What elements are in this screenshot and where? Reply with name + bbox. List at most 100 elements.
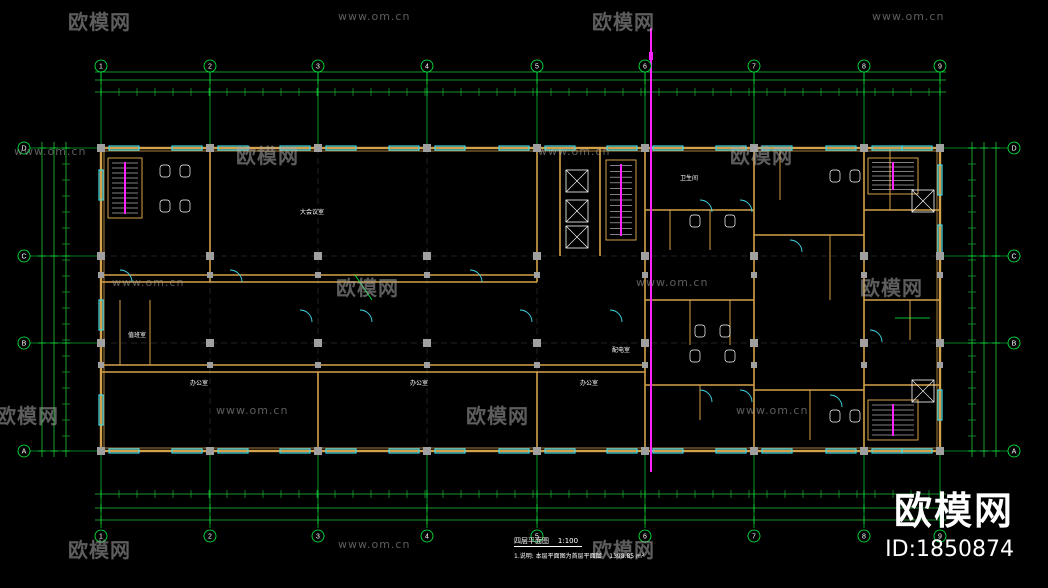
drawing-scale: 1:100 [557, 537, 579, 545]
column [641, 447, 649, 455]
window [388, 145, 420, 151]
column [98, 362, 104, 368]
windows [98, 145, 943, 454]
column [314, 447, 322, 455]
axis-bubble [857, 59, 871, 73]
axis-bubble [1007, 444, 1021, 458]
door-swing [699, 389, 713, 403]
column [860, 339, 868, 347]
axis-label: 4 [425, 534, 429, 541]
window [279, 145, 311, 151]
window [606, 145, 638, 151]
column [424, 362, 430, 368]
column [207, 272, 213, 278]
axis-label: 3 [316, 64, 320, 71]
column [423, 339, 431, 347]
elevator-cross [565, 169, 589, 193]
column [642, 272, 648, 278]
door-swing [739, 389, 753, 403]
axis-bubble [94, 529, 108, 543]
column [751, 272, 757, 278]
column [936, 252, 944, 260]
axis-bubble [203, 59, 217, 73]
window [434, 145, 466, 151]
column [641, 144, 649, 152]
axis-label: 5 [535, 534, 539, 541]
axis-label: 7 [752, 534, 756, 541]
toilet-fixture [724, 214, 736, 228]
exterior-wall [99, 146, 942, 453]
axis-label: C [1011, 254, 1016, 261]
window [171, 145, 203, 151]
window [171, 448, 203, 454]
door-swing [869, 329, 883, 343]
axis-label: 3 [316, 534, 320, 541]
column [533, 339, 541, 347]
door-swing [119, 269, 133, 283]
window [715, 145, 747, 151]
toilet-fixture [724, 349, 736, 363]
room-details [107, 28, 935, 472]
elevator-shaft [911, 189, 935, 213]
columns [97, 144, 944, 455]
axis-bubble [311, 529, 325, 543]
window [652, 145, 684, 151]
stair-west [107, 157, 143, 219]
model-id: ID:1850874 [885, 537, 1014, 562]
column [936, 339, 944, 347]
toilet-fixture [159, 199, 171, 213]
axis-label: 6 [643, 534, 647, 541]
column [533, 447, 541, 455]
axis-bubble [530, 59, 544, 73]
column [314, 339, 322, 347]
toilet-fixture [849, 169, 861, 183]
drawing-title: 四层平面图 [514, 537, 549, 545]
column [534, 362, 540, 368]
toilet-fixture [849, 409, 861, 423]
toilet-fixture [694, 324, 706, 338]
axis-label: 4 [425, 64, 429, 71]
window [761, 448, 793, 454]
column [937, 272, 943, 278]
column [315, 362, 321, 368]
stair-central [605, 159, 637, 241]
door-swing [789, 239, 803, 253]
room-label: 办公室 [580, 379, 598, 387]
axis-label: 9 [938, 64, 942, 71]
column [97, 144, 105, 152]
axis-label: 6 [643, 64, 647, 71]
axis-bubble [747, 529, 761, 543]
toilet-fixture [829, 409, 841, 423]
column [641, 252, 649, 260]
window [217, 448, 249, 454]
axis-bubble [17, 336, 31, 350]
axis-label: A [22, 449, 27, 456]
column [424, 272, 430, 278]
elevator-shaft [565, 225, 589, 249]
column [860, 447, 868, 455]
axis-label: 8 [862, 534, 866, 541]
room-label: 大会议室 [300, 208, 324, 216]
window [825, 145, 857, 151]
axis-bubble [94, 59, 108, 73]
room-label: 办公室 [410, 379, 428, 387]
window [901, 145, 933, 151]
axis-label: 9 [938, 534, 942, 541]
brand-mark: 欧模网 ID:1850874 [885, 480, 1014, 562]
axis-bubble [17, 249, 31, 263]
toilet-fixture [689, 349, 701, 363]
axis-bubble [1007, 141, 1021, 155]
column [97, 447, 105, 455]
stair-north-east [867, 157, 919, 195]
window [98, 299, 104, 331]
column [750, 252, 758, 260]
window [901, 448, 933, 454]
axis-bubble [311, 59, 325, 73]
door-swing [519, 309, 533, 323]
room-labels: 大会议室办公室办公室办公室值班室配电室卫生间 [128, 174, 698, 387]
elevator-shaft [565, 169, 589, 193]
window [108, 145, 140, 151]
room-label: 办公室 [190, 379, 208, 387]
axis-bubble [638, 529, 652, 543]
axis-label: D [21, 146, 26, 153]
